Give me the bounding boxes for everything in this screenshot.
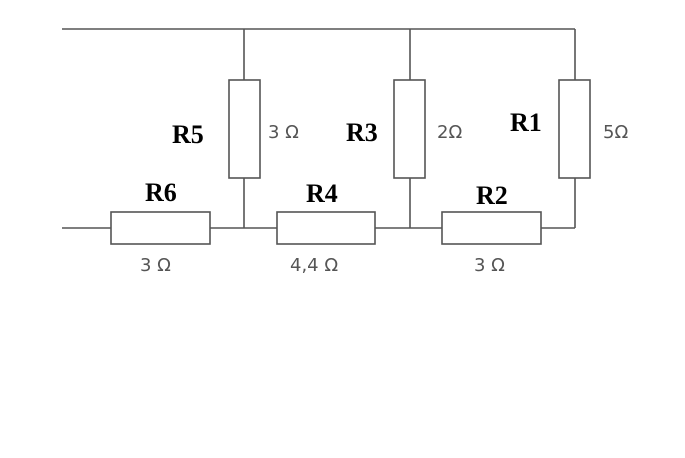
resistor-r3 (393, 79, 426, 179)
label-r2: R2 (476, 181, 508, 210)
value-r2: 3 Ω (474, 255, 505, 276)
value-r4: 4,4 Ω (290, 255, 338, 276)
label-r4: R4 (306, 179, 338, 208)
value-r3: 2Ω (437, 122, 462, 143)
resistor-r2 (441, 211, 542, 245)
resistor-r1 (558, 79, 591, 179)
label-r6: R6 (145, 178, 177, 207)
value-r6: 3 Ω (140, 255, 171, 276)
label-r3: R3 (346, 118, 378, 147)
value-r1: 5Ω (603, 122, 628, 143)
label-r5: R5 (172, 120, 204, 149)
label-r1: R1 (510, 108, 542, 137)
resistor-r4 (276, 211, 376, 245)
resistor-r6 (110, 211, 211, 245)
resistor-r5 (228, 79, 261, 179)
value-r5: 3 Ω (268, 122, 299, 143)
